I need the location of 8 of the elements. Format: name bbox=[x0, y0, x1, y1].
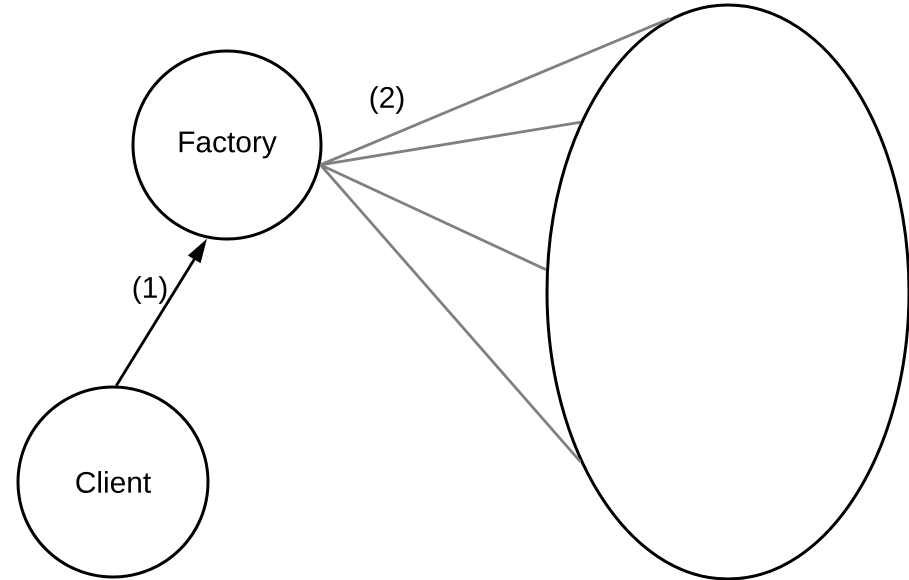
circle-node: Client bbox=[16, 386, 210, 578]
circle-node: Factory bbox=[132, 50, 322, 240]
connector-line bbox=[320, 17, 670, 166]
connector-line bbox=[319, 164, 582, 463]
connector-line bbox=[320, 120, 581, 166]
connector-line bbox=[320, 164, 547, 271]
edge-label: (1) bbox=[134, 276, 166, 304]
edge-label: (2) bbox=[370, 86, 404, 114]
